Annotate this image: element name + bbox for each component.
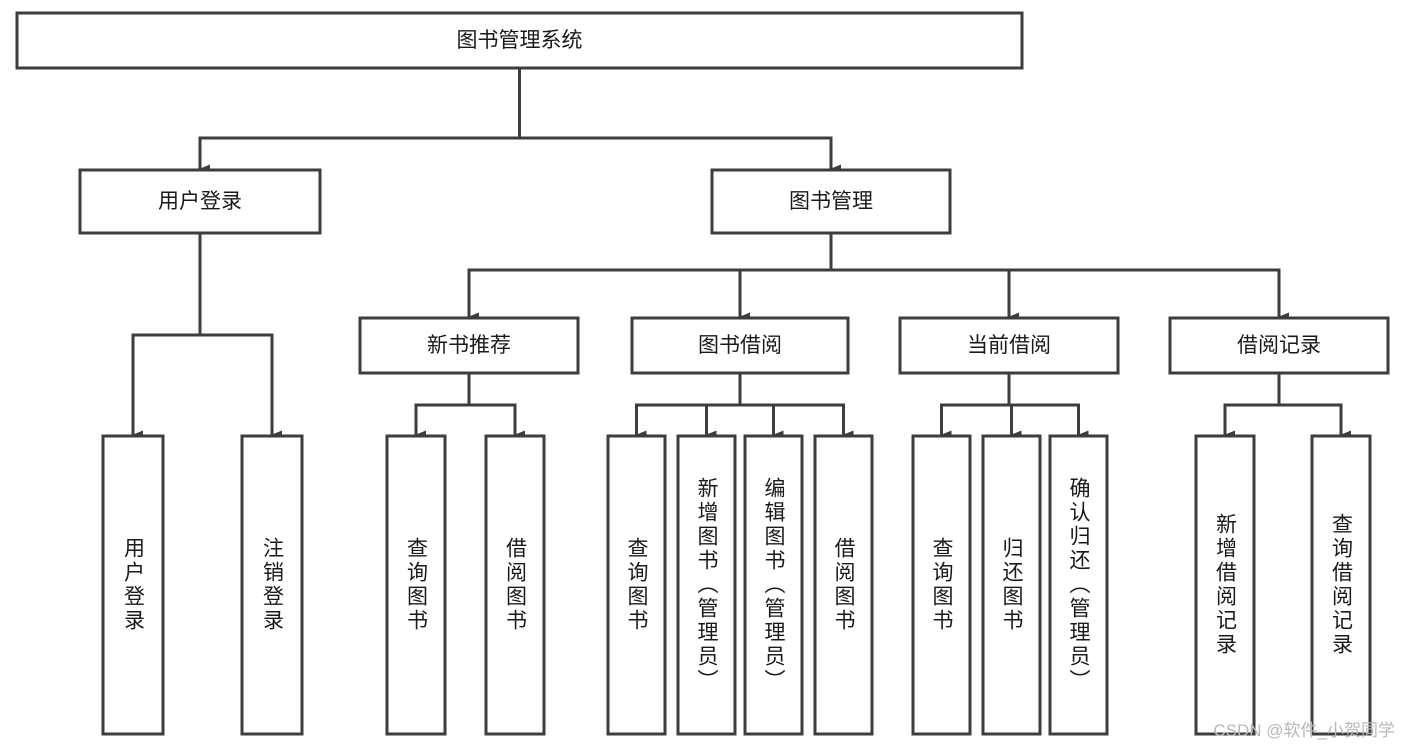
- node-leaf-query-borrow-record[interactable]: 查询借阅记录: [1310, 434, 1372, 736]
- node-box: [898, 316, 1120, 375]
- node-borrow-record[interactable]: 借阅记录: [1168, 316, 1390, 375]
- node-label: 图书借阅: [698, 334, 782, 357]
- node-box: [358, 316, 580, 375]
- node-box: [630, 316, 850, 375]
- node-leaf-edit-book-admin[interactable]: 编辑图书（管理员）: [743, 434, 804, 736]
- node-box: [1194, 434, 1256, 736]
- node-leaf-confirm-return-admin[interactable]: 确认归还（管理员）: [1048, 434, 1109, 736]
- node-box: [710, 168, 952, 235]
- node-leaf-return-book[interactable]: 归还图书: [981, 434, 1042, 736]
- node-book-management[interactable]: 图书管理: [710, 168, 952, 235]
- node-label: 确认归还（管理员）: [1067, 477, 1091, 693]
- node-box: [743, 434, 804, 736]
- node-label: 归还图书: [1000, 537, 1024, 633]
- node-leaf-query-book-current[interactable]: 查询图书: [911, 434, 972, 736]
- node-leaf-borrow-book-recommend[interactable]: 借阅图书: [484, 434, 546, 736]
- node-label: 编辑图书（管理员）: [762, 477, 786, 693]
- node-label: 新增借阅记录: [1214, 513, 1238, 657]
- node-label: 当前借阅: [967, 334, 1051, 357]
- node-leaf-add-borrow-record[interactable]: 新增借阅记录: [1194, 434, 1256, 736]
- node-box: [385, 434, 447, 736]
- node-label: 查询图书: [930, 537, 954, 633]
- node-user-login[interactable]: 用户登录: [78, 168, 322, 235]
- node-box: [676, 434, 737, 736]
- node-label: 注销登录: [261, 537, 285, 633]
- node-root[interactable]: 图书管理系统: [15, 11, 1024, 70]
- node-box: [1048, 434, 1109, 736]
- node-box: [813, 434, 874, 736]
- node-box: [911, 434, 972, 736]
- node-label: 查询图书: [405, 537, 429, 633]
- connectors-layer: [131, 66, 1351, 440]
- node-box: [78, 168, 322, 235]
- node-current-borrow[interactable]: 当前借阅: [898, 316, 1120, 375]
- node-box: [981, 434, 1042, 736]
- node-label: 借阅图书: [504, 537, 528, 633]
- node-label: 借阅记录: [1237, 334, 1321, 357]
- node-leaf-query-book-borrow[interactable]: 查询图书: [606, 434, 667, 736]
- node-box: [484, 434, 546, 736]
- node-leaf-user-logout[interactable]: 注销登录: [240, 434, 304, 736]
- node-label: 新书推荐: [427, 334, 511, 357]
- node-leaf-add-book-admin[interactable]: 新增图书（管理员）: [676, 434, 737, 736]
- node-label: 用户登录: [122, 537, 146, 633]
- node-box: [1310, 434, 1372, 736]
- node-box: [15, 11, 1024, 70]
- node-label: 查询借阅记录: [1330, 513, 1354, 657]
- node-label: 新增图书（管理员）: [695, 477, 719, 693]
- node-box: [1168, 316, 1390, 375]
- node-label: 用户登录: [158, 190, 242, 213]
- node-box: [240, 434, 304, 736]
- node-box: [606, 434, 667, 736]
- node-label: 借阅图书: [832, 537, 856, 633]
- node-label: 图书管理: [789, 190, 873, 213]
- nodes-layer: 图书管理系统用户登录图书管理新书推荐图书借阅当前借阅借阅记录用户登录注销登录查询…: [15, 11, 1390, 736]
- node-leaf-query-book-recommend[interactable]: 查询图书: [385, 434, 447, 736]
- node-label: 查询图书: [625, 537, 649, 633]
- node-leaf-borrow-book[interactable]: 借阅图书: [813, 434, 874, 736]
- node-label: 图书管理系统: [457, 29, 583, 52]
- node-leaf-user-login[interactable]: 用户登录: [101, 434, 165, 736]
- node-new-book-recommend[interactable]: 新书推荐: [358, 316, 580, 375]
- node-book-borrow[interactable]: 图书借阅: [630, 316, 850, 375]
- node-box: [101, 434, 165, 736]
